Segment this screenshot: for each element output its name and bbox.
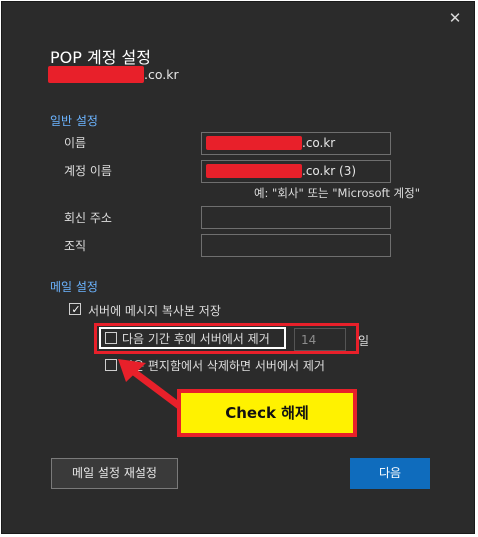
remove-deleted-checkbox[interactable] [105, 359, 117, 371]
next-button-label: 다음 [378, 466, 402, 480]
redacted-account-name-mark [206, 164, 302, 178]
next-button[interactable]: 다음 [350, 458, 430, 489]
account-email-suffix: .co.kr [144, 67, 179, 82]
reset-button-label: 메일 설정 재설정 [72, 466, 157, 480]
name-input-value-suffix: .co.kr [302, 136, 336, 150]
check-off-callout: Check 해제 [177, 389, 357, 437]
highlight-frame [94, 323, 359, 354]
remove-after-label: 다음 기간 후에 서버에서 제거 [122, 332, 270, 346]
organization-label: 조직 [64, 239, 87, 253]
mail-settings-heading: 메일 설정 [50, 280, 98, 294]
remove-after-days-input[interactable]: 14 [294, 328, 346, 351]
remove-after-checkbox[interactable] [105, 332, 117, 344]
remove-deleted-label: 지운 편지함에서 삭제하면 서버에서 제거 [122, 359, 325, 373]
close-icon[interactable]: ✕ [448, 9, 462, 27]
days-unit-label: 일 [358, 334, 370, 348]
checkmark-icon: ✓ [71, 303, 81, 316]
account-name-hint: 예: "회사" 또는 "Microsoft 계정" [253, 186, 420, 200]
reply-address-label: 회신 주소 [64, 211, 112, 225]
reply-address-input[interactable] [201, 206, 391, 229]
organization-input[interactable] [201, 234, 391, 257]
remove-after-days-value: 14 [301, 333, 317, 347]
arrow-annotation-icon [118, 359, 186, 412]
account-name-label: 계정 이름 [64, 164, 112, 178]
account-name-input-value-suffix: .co.kr (3) [302, 164, 357, 178]
name-label: 이름 [64, 136, 87, 150]
dialog-title: POP 계정 설정 [50, 48, 151, 67]
general-settings-heading: 일반 설정 [50, 114, 98, 128]
leave-copy-label: 서버에 메시지 복사본 저장 [88, 304, 221, 318]
callout-text: Check 해제 [225, 404, 309, 422]
redacted-email-mark [48, 66, 144, 83]
leave-copy-checkbox[interactable]: ✓ [69, 303, 81, 315]
remove-after-highlight [99, 327, 286, 349]
redacted-name-mark [206, 136, 302, 150]
reset-mail-settings-button[interactable]: 메일 설정 재설정 [51, 458, 178, 489]
